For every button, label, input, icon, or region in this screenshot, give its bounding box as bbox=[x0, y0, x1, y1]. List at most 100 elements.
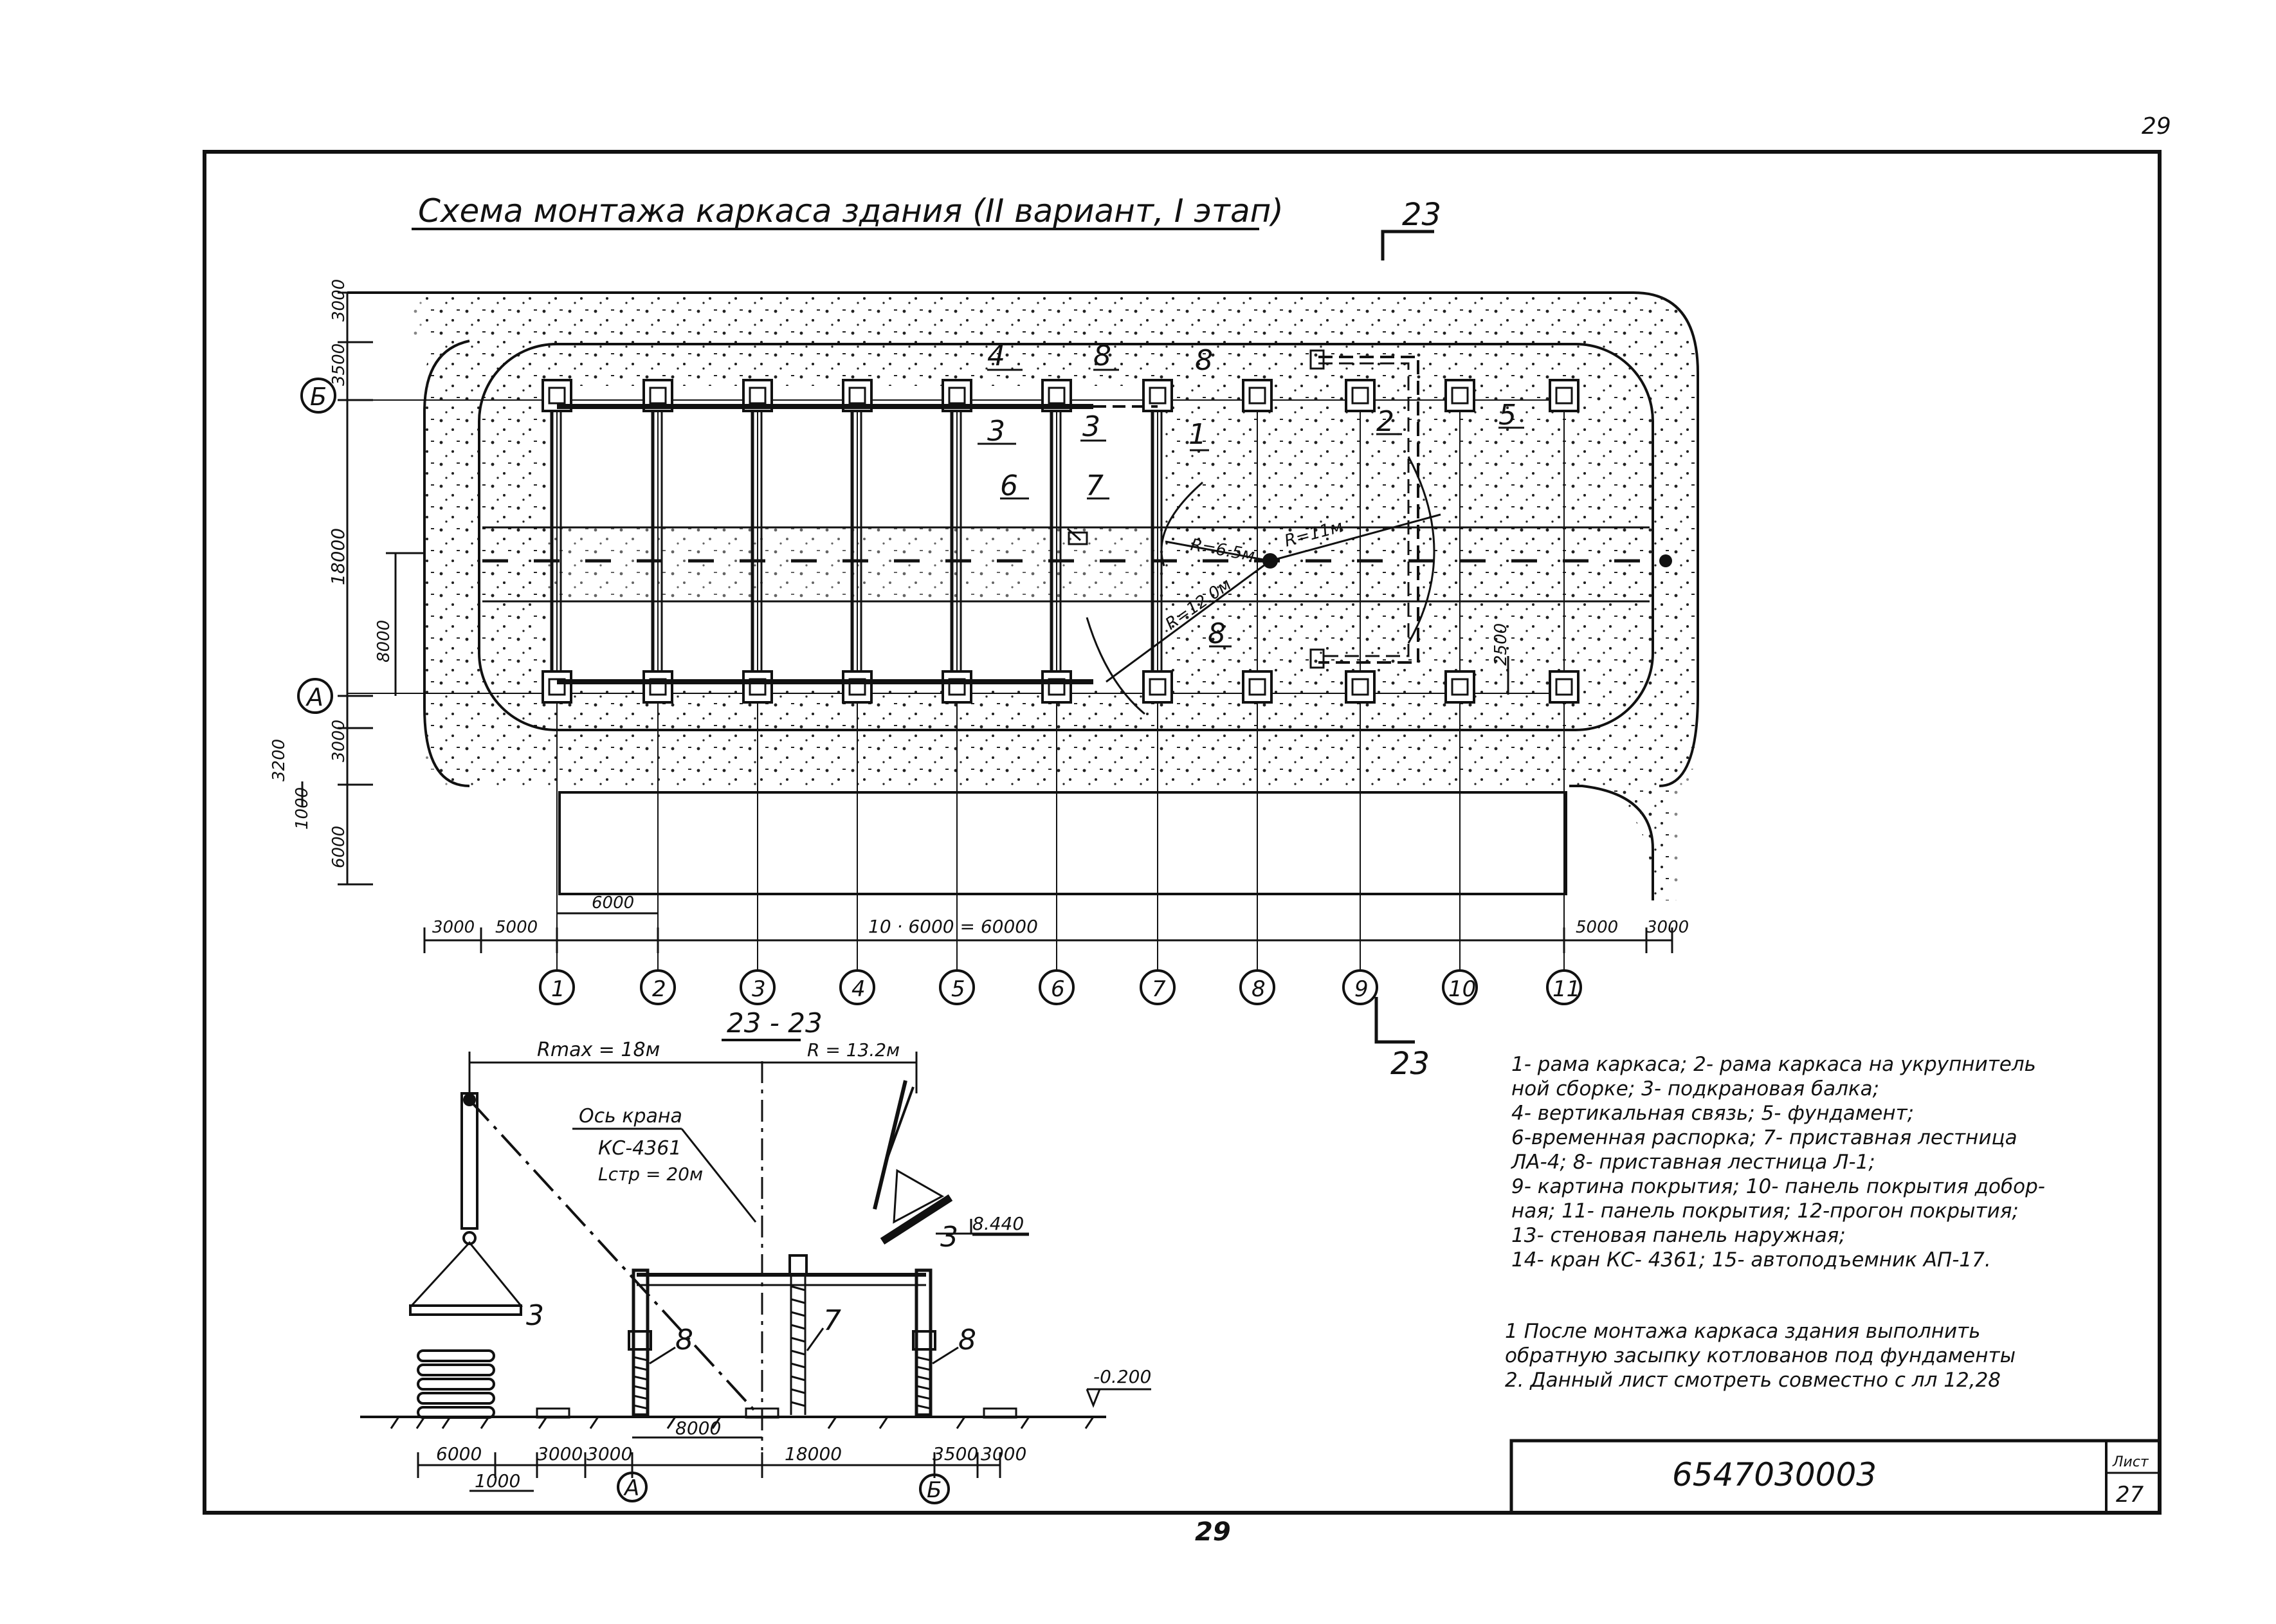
axis-label-8: 8 bbox=[1252, 976, 1266, 1002]
arc-r3 bbox=[1086, 617, 1145, 715]
frame-end-b bbox=[1309, 349, 1325, 370]
column bbox=[749, 387, 767, 405]
axis-bubble bbox=[1546, 969, 1582, 1005]
ground-block-1 bbox=[536, 1407, 570, 1419]
callout-8-bottom: 8 bbox=[1208, 617, 1226, 650]
callout-5: 5 bbox=[1498, 399, 1516, 432]
column bbox=[548, 387, 566, 405]
sec-dim-8000: 8000 bbox=[675, 1418, 721, 1439]
callout-6: 6 bbox=[1000, 470, 1018, 502]
frame-on-assembly bbox=[1318, 356, 1419, 664]
section-axis-b bbox=[919, 1473, 950, 1504]
axis-label-11: 11 bbox=[1552, 976, 1580, 1002]
section-mark-top bbox=[1381, 230, 1434, 260]
legend-line-1: 1- рама каркаса; 2- рама каркаса на укру… bbox=[1511, 1053, 2036, 1076]
sling-left bbox=[409, 1241, 523, 1307]
axis-label-1: 1 bbox=[551, 976, 565, 1002]
sheet-frame bbox=[203, 150, 2162, 1515]
callout-7-leader bbox=[806, 1327, 824, 1351]
axis-bubble bbox=[1342, 969, 1378, 1005]
section-callout-7: 7 bbox=[823, 1304, 841, 1337]
foundation bbox=[842, 670, 873, 704]
callout-8-top-a: 8 bbox=[1093, 340, 1111, 372]
section-callout-3b: 3 bbox=[940, 1221, 958, 1254]
foundation bbox=[1242, 379, 1273, 412]
column bbox=[1451, 678, 1469, 696]
legend: 1- рама каркаса; 2- рама каркаса на укру… bbox=[1511, 1053, 2045, 1272]
page-number-top: 29 bbox=[2142, 113, 2171, 140]
legend-line-2: ной сборке; 3- подкрановая балка; bbox=[1511, 1077, 1879, 1100]
dim-bottom-5000-right: 5000 bbox=[1576, 918, 1618, 937]
dim-bottom-3000-right: 3000 bbox=[1646, 918, 1689, 937]
callout-8-leader-l bbox=[649, 1346, 676, 1365]
ground-block-2 bbox=[983, 1407, 1017, 1419]
beam-stack bbox=[417, 1349, 495, 1419]
boom-head bbox=[463, 1093, 476, 1106]
foundation bbox=[542, 670, 572, 704]
axis-label-5: 5 bbox=[951, 976, 965, 1002]
foundation bbox=[1242, 670, 1273, 704]
foundation bbox=[1345, 670, 1376, 704]
column bbox=[1149, 387, 1167, 405]
sec-dim-3000-a: 3000 bbox=[537, 1443, 583, 1464]
sec-dim-3500: 3500 bbox=[933, 1443, 978, 1464]
boom-length: Lстр = 20м bbox=[598, 1163, 703, 1185]
axis-label-7: 7 bbox=[1152, 976, 1166, 1002]
ground-block-3 bbox=[745, 1407, 779, 1419]
sec-dim-6000: 6000 bbox=[436, 1443, 482, 1464]
legend-line-8: 13- стеновая панель наружная; bbox=[1511, 1224, 1846, 1247]
crane-track bbox=[482, 527, 1650, 601]
callout-2: 2 bbox=[1376, 405, 1394, 438]
axis-bubble bbox=[1239, 969, 1275, 1005]
radius-11-line bbox=[1270, 513, 1441, 562]
sheet-number: 27 bbox=[2116, 1482, 2144, 1508]
dim-2500: 2500 bbox=[1491, 623, 1511, 666]
row-marker-a bbox=[297, 678, 333, 714]
axis-bubble bbox=[839, 969, 875, 1005]
column bbox=[1351, 387, 1369, 405]
sec-dim-18000: 18000 bbox=[785, 1443, 842, 1464]
foundation bbox=[1549, 379, 1580, 412]
column bbox=[1451, 387, 1469, 405]
section-axis-a-label: А bbox=[623, 1475, 639, 1501]
arc-r1 bbox=[1160, 481, 1203, 567]
column bbox=[1048, 387, 1066, 405]
callout-8-leader-r bbox=[932, 1346, 959, 1365]
title-block bbox=[1509, 1439, 2162, 1515]
crane-boom bbox=[468, 1099, 757, 1413]
section-mark-bottom bbox=[1374, 997, 1415, 1044]
section-frame bbox=[628, 1254, 936, 1417]
column bbox=[1149, 678, 1167, 696]
dim-left-18000: 18000 bbox=[327, 528, 349, 585]
dim-left-3000-top: 3000 bbox=[329, 279, 349, 322]
column bbox=[649, 387, 667, 405]
foundation bbox=[742, 670, 773, 704]
elev-top: 8.440 bbox=[972, 1213, 1024, 1234]
radius-12-line bbox=[1106, 560, 1271, 683]
crane-model: КС-4361 bbox=[598, 1137, 681, 1160]
section-mark-bottom-label: 23 bbox=[1390, 1046, 1430, 1082]
foundation bbox=[1041, 670, 1072, 704]
doc-number: 6547030003 bbox=[1672, 1456, 1877, 1493]
foundation bbox=[1549, 670, 1580, 704]
plan-columns bbox=[542, 379, 1580, 978]
axis-bubble bbox=[939, 969, 975, 1005]
dim-left-8000: 8000 bbox=[374, 620, 394, 662]
note-line-3: 2. Данный лист смотреть совместно с лл 1… bbox=[1505, 1369, 2001, 1392]
foundation bbox=[1142, 670, 1173, 704]
note-line-1: 1 После монтажа каркаса здания выполнить bbox=[1505, 1320, 1980, 1343]
legend-line-4: 6-временная распорка; 7- приставная лест… bbox=[1511, 1126, 2017, 1149]
work-area bbox=[478, 343, 1654, 731]
storage-area bbox=[558, 791, 1567, 895]
frame-end-a bbox=[1309, 648, 1325, 669]
row-label-b: Б bbox=[310, 383, 327, 411]
axis-bubble bbox=[1140, 969, 1176, 1005]
dim-left-3500: 3500 bbox=[329, 343, 349, 386]
axis-label-9: 9 bbox=[1354, 976, 1369, 1002]
lifted-beam-right bbox=[873, 1080, 953, 1245]
crane-hook-cable bbox=[460, 1092, 478, 1230]
section-mark-top-label: 23 bbox=[1402, 197, 1441, 233]
axis-bubble bbox=[539, 969, 575, 1005]
